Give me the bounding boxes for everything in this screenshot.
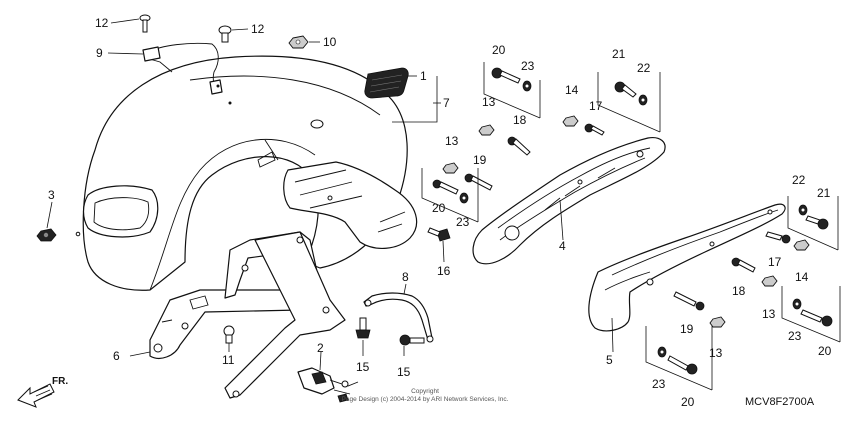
bolt-20-right[interactable] bbox=[800, 309, 833, 327]
bolt-17-a[interactable] bbox=[584, 123, 605, 136]
callout-4: 4 bbox=[559, 239, 566, 253]
bolt-20-top[interactable] bbox=[491, 67, 521, 84]
callout-15-right: 15 bbox=[397, 365, 411, 379]
washer-23-bottom[interactable] bbox=[657, 346, 667, 358]
reflector[interactable] bbox=[364, 67, 409, 99]
bolt-19-a[interactable] bbox=[464, 173, 493, 191]
rear-grab-rail-right[interactable] bbox=[472, 137, 666, 265]
stay-rod[interactable] bbox=[363, 292, 434, 343]
bolt-21-top[interactable] bbox=[614, 81, 637, 98]
callout-22-right: 22 bbox=[792, 173, 806, 187]
bolt-20-bottom[interactable] bbox=[667, 355, 698, 375]
callout-20-mid: 20 bbox=[432, 201, 446, 215]
callout-8: 8 bbox=[402, 270, 409, 284]
callout-23-mid: 23 bbox=[456, 215, 470, 229]
callout-20-bottom: 20 bbox=[681, 395, 695, 409]
copyright-line-2: Page Design (c) 2004-2014 by ARI Network… bbox=[342, 396, 509, 403]
callout-22-top: 22 bbox=[637, 61, 651, 75]
callout-23-right: 23 bbox=[788, 329, 802, 343]
callout-23-top: 23 bbox=[521, 59, 535, 73]
callout-18-a: 18 bbox=[513, 113, 527, 127]
direction-label: FR. bbox=[52, 376, 68, 387]
bolt-12-right[interactable] bbox=[218, 25, 232, 43]
washer-23-mid[interactable] bbox=[459, 192, 469, 204]
callout-12-right: 12 bbox=[251, 22, 265, 36]
fender-stay[interactable] bbox=[149, 231, 346, 399]
washer-22-right[interactable] bbox=[798, 204, 808, 216]
callout-21-right: 21 bbox=[817, 186, 831, 200]
callout-5: 5 bbox=[606, 353, 613, 367]
copyright-line-1: Copyright bbox=[411, 388, 439, 395]
fender-tail-section[interactable] bbox=[75, 185, 159, 238]
bolt-21-right[interactable] bbox=[805, 215, 829, 230]
nut-14-a[interactable] bbox=[562, 115, 579, 127]
washer-23-right[interactable] bbox=[792, 298, 802, 310]
leader-lines bbox=[46, 18, 841, 391]
callout-13-d: 13 bbox=[709, 346, 723, 360]
bolt-19-b[interactable] bbox=[673, 291, 705, 311]
callout-13-c: 13 bbox=[762, 307, 776, 321]
callout-17-a: 17 bbox=[589, 99, 603, 113]
callout-14-b: 14 bbox=[795, 270, 809, 284]
callout-1: 1 bbox=[420, 69, 427, 83]
callout-12-left: 12 bbox=[95, 16, 109, 30]
bolt-16[interactable] bbox=[427, 227, 451, 242]
nut-14-b[interactable] bbox=[793, 239, 810, 251]
bolt-20-mid[interactable] bbox=[432, 179, 459, 195]
diagram-code: MCV8F2700A bbox=[745, 396, 815, 408]
callout-18-b: 18 bbox=[732, 284, 746, 298]
nut-13-d[interactable] bbox=[709, 316, 726, 328]
callout-10: 10 bbox=[323, 35, 337, 49]
callout-2: 2 bbox=[317, 341, 324, 355]
bolt-11[interactable] bbox=[223, 325, 235, 344]
callout-16: 16 bbox=[437, 264, 451, 278]
bolt-17-b[interactable] bbox=[765, 231, 791, 244]
callout-23-bottom: 23 bbox=[652, 377, 666, 391]
nut-10[interactable] bbox=[288, 35, 309, 49]
bolt-18-a[interactable] bbox=[507, 136, 531, 156]
nut-13-b[interactable] bbox=[442, 162, 459, 174]
nut-3[interactable] bbox=[36, 228, 57, 242]
nut-13-c[interactable] bbox=[761, 275, 778, 287]
license-bracket[interactable] bbox=[297, 367, 359, 403]
callout-9: 9 bbox=[96, 46, 103, 60]
callout-20-top: 20 bbox=[492, 43, 506, 57]
callout-7: 7 bbox=[443, 96, 450, 110]
bolt-15-left[interactable] bbox=[355, 317, 371, 339]
bolt-12-left[interactable] bbox=[139, 14, 151, 33]
callout-19-a: 19 bbox=[473, 153, 487, 167]
callout-21-top: 21 bbox=[612, 47, 626, 61]
callout-6: 6 bbox=[113, 349, 120, 363]
washer-23-top[interactable] bbox=[522, 80, 532, 92]
inner-fender[interactable] bbox=[283, 161, 418, 249]
callout-14-a: 14 bbox=[565, 83, 579, 97]
bolt-15-right[interactable] bbox=[399, 334, 425, 346]
callout-19-b: 19 bbox=[680, 322, 694, 336]
callout-15-left: 15 bbox=[356, 360, 370, 374]
front-direction-arrow: FR. bbox=[17, 376, 68, 408]
callout-17-b: 17 bbox=[768, 255, 782, 269]
bolt-18-b[interactable] bbox=[731, 257, 756, 273]
wire-harness[interactable] bbox=[142, 42, 223, 95]
washer-22-top[interactable] bbox=[638, 94, 648, 106]
callout-13-b: 13 bbox=[445, 134, 459, 148]
callout-13-a: 13 bbox=[482, 95, 496, 109]
rear-grab-rail-left[interactable] bbox=[588, 203, 786, 332]
callout-labels: 12 9 12 10 1 7 3 6 11 2 8 15 15 16 20 23… bbox=[48, 16, 832, 409]
callout-3: 3 bbox=[48, 188, 55, 202]
callout-20-right: 20 bbox=[818, 344, 832, 358]
nut-13-a[interactable] bbox=[478, 124, 495, 136]
callout-11: 11 bbox=[222, 353, 235, 367]
